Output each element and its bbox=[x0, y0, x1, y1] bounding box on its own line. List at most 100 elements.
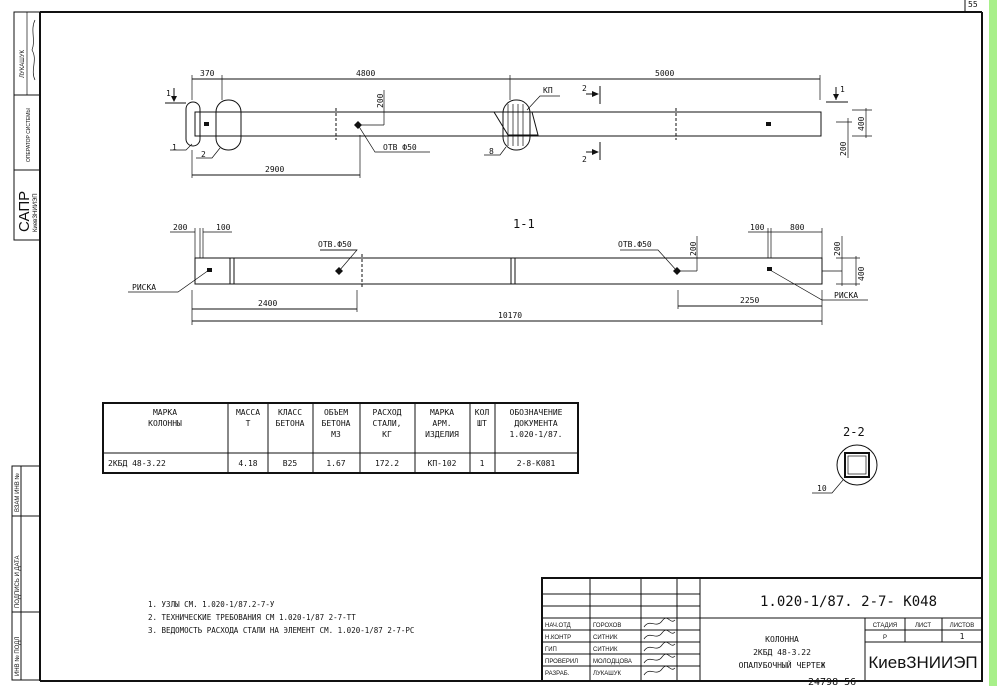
dim-5000: 5000 bbox=[655, 69, 674, 78]
table-header-cell: РАСХОД bbox=[373, 408, 402, 417]
signature-role: Н.КОНТР bbox=[545, 635, 571, 641]
node-8-ellipse bbox=[502, 99, 531, 151]
section-1-1: 1-1 200 100 100 800 200 ОТВ.Ф50 ОТВ.Ф50 … bbox=[128, 217, 868, 325]
system-name: САПР bbox=[16, 191, 33, 232]
sheets-label: ЛИСТОВ bbox=[950, 623, 974, 629]
left-stamp-top: ЛУКАШУК ОПЕРАТОР СИСТЕМЫ САПР КиевЗНИИЭП bbox=[13, 11, 41, 241]
node-1-ellipse bbox=[185, 101, 201, 147]
table-header-cell: ДОКУМЕНТА bbox=[514, 419, 558, 428]
section-2-2-title: 2-2 bbox=[843, 425, 865, 439]
signature-role: НАЧ.ОТД bbox=[545, 623, 571, 629]
table-cell: 4.18 bbox=[238, 459, 257, 468]
operator-name: ЛУКАШУК bbox=[20, 49, 26, 78]
risk-label-left: РИСКА bbox=[132, 283, 156, 292]
section-mark-2-top: 2 bbox=[582, 84, 587, 93]
signature-name: ЛУКАШУК bbox=[593, 671, 622, 677]
table-header-cell: Т bbox=[246, 419, 251, 428]
hole-label: ОТВ Ф50 bbox=[383, 143, 417, 152]
name-line-1: КОЛОННА bbox=[765, 635, 799, 644]
table-cell: 2-8-К081 bbox=[517, 459, 556, 468]
signature-name: СИТНИК bbox=[593, 635, 618, 641]
table-header-cell: ОБОЗНАЧЕНИЕ bbox=[510, 408, 563, 417]
callout-10: 10 bbox=[817, 484, 827, 493]
handwritten-signature bbox=[643, 629, 676, 640]
callout-8: 8 bbox=[489, 147, 494, 156]
table-cell: 2КБД 48-3.22 bbox=[108, 459, 166, 468]
table-header-cell: СТАЛИ, bbox=[373, 419, 402, 428]
signature-role: РАЗРАБ. bbox=[545, 671, 570, 677]
table-cell: 172.2 bbox=[375, 459, 399, 468]
table-header-cell: М3 bbox=[331, 430, 341, 439]
risk-label-right: РИСКА bbox=[834, 291, 858, 300]
callout-1: 1 bbox=[172, 143, 177, 152]
handwritten-signature bbox=[643, 617, 676, 628]
node-2-ellipse bbox=[215, 99, 242, 151]
table-header-cell: МАРКА bbox=[153, 408, 177, 417]
signature-name: СИТНИК bbox=[593, 647, 618, 653]
table-header-cell: БЕТОНА bbox=[276, 419, 305, 428]
dim-200-hole: 200 bbox=[376, 93, 385, 108]
dim-100-left: 100 bbox=[216, 223, 231, 232]
vzam-inv-label: ВЗАМ ИНВ № bbox=[14, 473, 21, 512]
sheet-corner-number: 55 bbox=[968, 0, 978, 9]
dim-200-right: 200 bbox=[833, 241, 842, 256]
dim-2400: 2400 bbox=[258, 299, 277, 308]
table-header-cell: ШТ bbox=[477, 419, 487, 428]
signature-name: ГОРОХОВ bbox=[593, 623, 621, 629]
dim-200-edge: 200 bbox=[839, 141, 848, 156]
dim-10170: 10170 bbox=[498, 311, 522, 320]
dim-4800: 4800 bbox=[356, 69, 375, 78]
spec-table: МАРКА КОЛОННЫ МАССА Т КЛАСС БЕТОНА ОБЪЕМ БЕТОНА… bbox=[102, 402, 579, 474]
signature-name: МОЛОДЦОВА bbox=[593, 659, 632, 665]
dim-2900: 2900 bbox=[265, 165, 284, 174]
organization-name: КиевЗНИИЭП bbox=[868, 653, 977, 672]
dim-200-left: 200 bbox=[173, 223, 188, 232]
dim-200-hole: 200 bbox=[689, 241, 698, 256]
operator-signature bbox=[31, 19, 36, 81]
table-header-cell: КОЛОННЫ bbox=[148, 419, 182, 428]
section-2-2: 2-2 10 bbox=[812, 425, 878, 494]
handwritten-signature bbox=[643, 665, 676, 676]
table-header-cell: КОЛ bbox=[475, 408, 490, 417]
note-1: 1. УЗЛЫ СМ. 1.020-1/87.2-7-У bbox=[148, 600, 275, 609]
document-code: 1.020-1/87. 2-7- К048 bbox=[760, 594, 937, 610]
inv-podl-label: ИНВ № ПОДЛ bbox=[14, 637, 21, 676]
podpis-data-label: ПОДПИСЬ И ДАТА bbox=[15, 555, 21, 608]
dim-100-right: 100 bbox=[750, 223, 765, 232]
callout-2: 2 bbox=[201, 150, 206, 159]
section-mark-2-bottom: 2 bbox=[582, 155, 587, 164]
table-header-cell: КЛАСС bbox=[278, 408, 302, 417]
signature-role: ГИП bbox=[545, 647, 557, 653]
table-header-cell: АРМ. bbox=[432, 419, 451, 428]
edge-strip bbox=[989, 0, 997, 686]
sheets-value: 1 bbox=[960, 632, 965, 641]
stage-value: Р bbox=[883, 635, 887, 641]
table-header-cell: 1.020-1/87. bbox=[510, 430, 563, 439]
dim-400: 400 bbox=[857, 116, 866, 131]
stage-label: СТАДИЯ bbox=[873, 623, 898, 629]
note-2: 2. ТЕХНИЧЕСКИЕ ТРЕБОВАНИЯ СМ 1.020-1/87 … bbox=[148, 613, 356, 622]
table-header-cell: ОБЪЕМ bbox=[324, 408, 348, 417]
table-header-cell: МАССА bbox=[236, 408, 260, 417]
operator-role: ОПЕРАТОР СИСТЕМЫ bbox=[26, 108, 32, 162]
handwritten-signature bbox=[643, 641, 676, 652]
table-header-cell: ИЗДЕЛИЯ bbox=[425, 430, 459, 439]
archive-number: 24798 56 bbox=[808, 677, 856, 686]
title-block: 1.020-1/87. 2-7- К048 КОЛОННА 2КБД 48-3.… bbox=[541, 577, 983, 682]
name-line-2: 2КБД 48-3.22 bbox=[753, 648, 811, 657]
plan-view: 370 4800 5000 2900 200 ОТВ Ф50 КП 1 2 8 … bbox=[165, 69, 872, 178]
system-org: КиевЗНИИЭП bbox=[33, 193, 39, 232]
left-stamp-bottom: ИНВ № ПОДЛ ПОДПИСЬ И ДАТА ВЗАМ ИНВ № bbox=[11, 465, 41, 681]
section-mark-1-right: 1 bbox=[840, 85, 845, 94]
table-cell: 1 bbox=[480, 459, 485, 468]
table-header-cell: МАРКА bbox=[430, 408, 454, 417]
dim-2250: 2250 bbox=[740, 296, 759, 305]
table-cell: КП-102 bbox=[428, 459, 457, 468]
note-3: 3. ВЕДОМОСТЬ РАСХОДА СТАЛИ НА ЭЛЕМЕНТ СМ… bbox=[148, 626, 414, 635]
handwritten-signature bbox=[643, 653, 676, 664]
table-cell: В25 bbox=[283, 459, 298, 468]
table-header-cell: БЕТОНА bbox=[322, 419, 351, 428]
dim-370: 370 bbox=[200, 69, 215, 78]
dim-400-right: 400 bbox=[857, 266, 866, 281]
